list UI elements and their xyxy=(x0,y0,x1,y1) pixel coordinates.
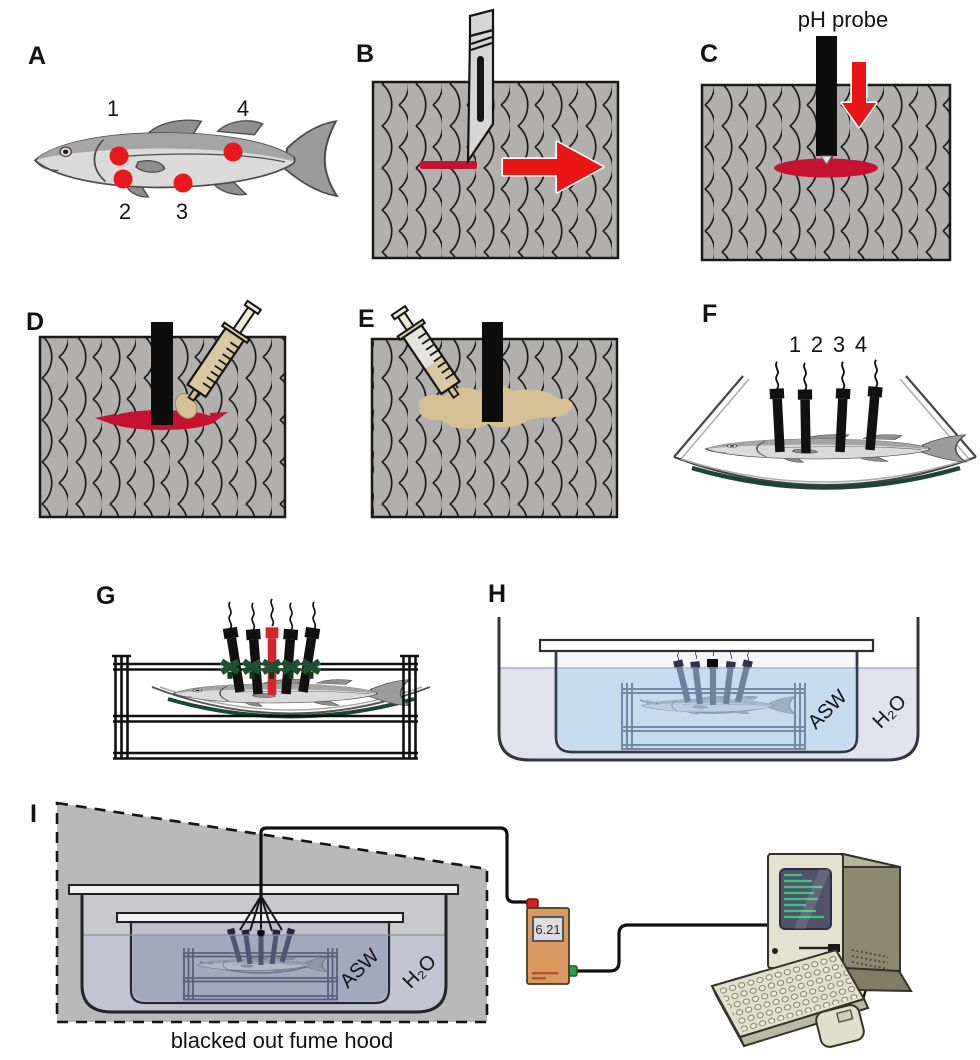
panel-b-label: B xyxy=(356,40,374,68)
ph-probe-annotation: pH probe xyxy=(798,7,889,32)
ph-meter: 6.21 xyxy=(526,898,578,985)
panel-a: A 1 2 3 4 xyxy=(28,42,338,224)
incision-mark xyxy=(420,161,477,169)
syringe-icon xyxy=(390,304,462,399)
ph-meter-display xyxy=(532,916,564,942)
panel-g: G xyxy=(96,582,431,760)
fume-hood-caption: blacked out fume hood xyxy=(171,1028,394,1053)
site-label-1: 1 xyxy=(107,96,119,121)
panel-e: E xyxy=(358,304,619,519)
site-label-4: 4 xyxy=(237,96,249,121)
probe-wires xyxy=(228,597,317,631)
meter-label-line xyxy=(532,972,558,975)
site-label-2: 2 xyxy=(119,199,131,224)
implanted-probes xyxy=(673,659,753,705)
probe-label-2: 2 xyxy=(811,332,823,357)
mouse xyxy=(815,1004,865,1048)
outer-tub-outline xyxy=(80,893,448,1014)
panel-h-label: H xyxy=(488,580,506,608)
probe-wires xyxy=(775,358,879,391)
probe-label-1: 1 xyxy=(789,332,801,357)
panel-d-label: D xyxy=(26,308,44,336)
wire-bundle xyxy=(239,895,283,932)
direction-arrow-down-icon xyxy=(840,60,878,129)
probe-label-4: 4 xyxy=(855,332,867,357)
floppy-slot-end xyxy=(828,944,840,952)
clamps-green xyxy=(219,658,322,679)
reference-probe-cap xyxy=(707,659,718,667)
site-label-3: 3 xyxy=(176,199,188,224)
probe-label-3: 3 xyxy=(833,332,845,357)
outer-tank-lid xyxy=(68,884,459,895)
panel-h: H xyxy=(488,580,920,762)
scalpel-icon xyxy=(466,8,495,165)
screen-glare xyxy=(794,869,831,929)
outer-tub-outline xyxy=(497,617,920,762)
acquisition-setup: 6.21 xyxy=(526,852,913,1048)
tank-lid xyxy=(538,638,875,653)
panel-e-label: E xyxy=(358,305,375,333)
screen-text-lines xyxy=(784,873,824,919)
signal-cable xyxy=(259,826,527,904)
asw-water-overlay xyxy=(133,935,387,1001)
inner-tank-outline xyxy=(554,651,859,754)
panel-i: I xyxy=(30,800,527,1053)
fish-illustration xyxy=(172,678,412,708)
incision-site-dots xyxy=(109,142,243,193)
ph-reading: 6.21 xyxy=(535,922,560,937)
power-light xyxy=(772,948,778,954)
panel-i-label: I xyxy=(30,800,37,828)
syringe-icon xyxy=(185,299,263,402)
asw-water-overlay xyxy=(558,669,855,750)
side-vents xyxy=(851,949,889,970)
meter-to-computer-cable xyxy=(577,923,772,973)
panel-d: D xyxy=(26,299,287,519)
panel-g-label: G xyxy=(96,582,115,610)
ph-probe-icon xyxy=(482,322,503,422)
meter-label-line xyxy=(532,977,546,980)
support-rack xyxy=(112,654,419,760)
direction-arrow-right-icon xyxy=(501,140,605,194)
panel-c: C pH probe xyxy=(700,7,952,262)
panel-f: F 1 2 3 4 xyxy=(673,300,977,490)
mouse-button xyxy=(835,1009,854,1024)
panel-b: B xyxy=(356,8,620,260)
wire-junction-dot xyxy=(257,929,265,937)
ph-probe-icon xyxy=(816,36,837,165)
panel-c-label: C xyxy=(700,40,718,68)
glass-dish xyxy=(673,375,977,490)
panel-f-label: F xyxy=(702,300,717,328)
incision-mark xyxy=(774,158,878,178)
panel-a-label: A xyxy=(28,42,46,70)
ph-probe-icon xyxy=(151,322,173,425)
computer-icon xyxy=(710,852,913,1048)
